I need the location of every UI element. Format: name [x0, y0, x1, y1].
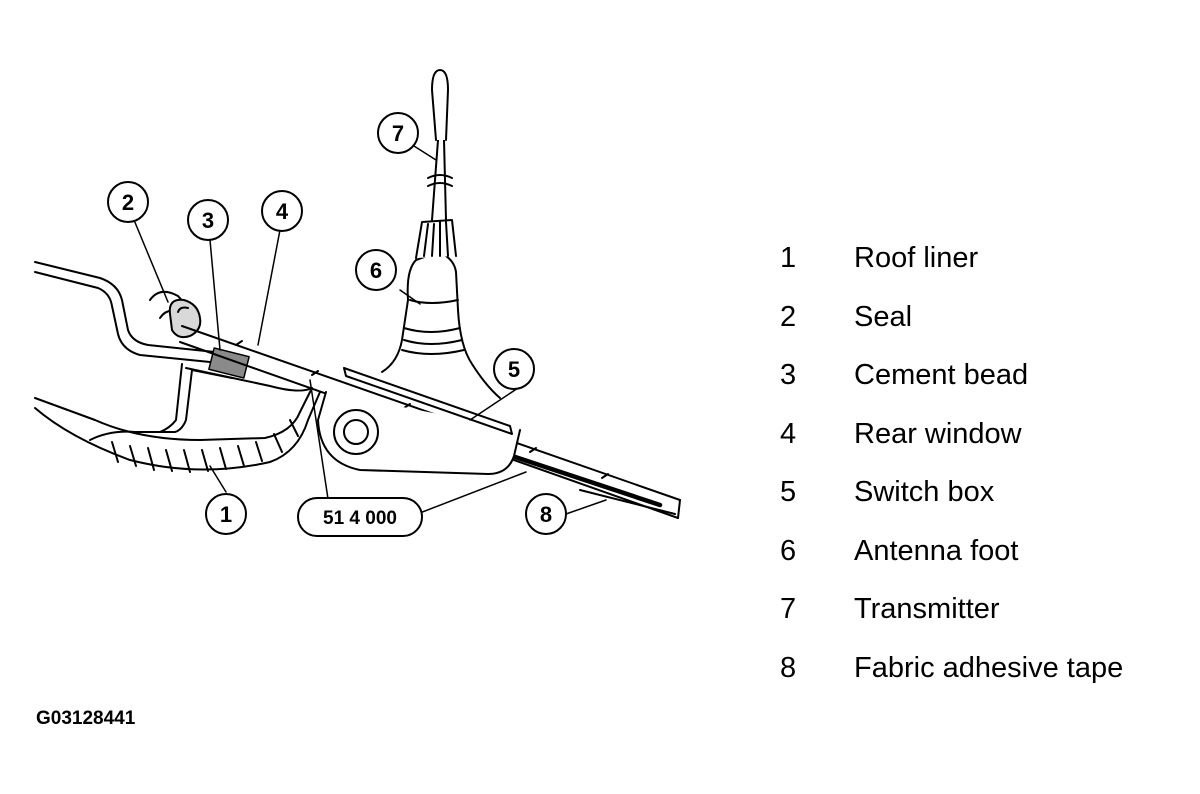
legend-label: Seal — [854, 300, 913, 333]
legend-item: 4 Rear window — [780, 412, 1190, 471]
callout-4: 4 — [261, 190, 303, 232]
legend-number: 5 — [780, 476, 797, 508]
reference-tool-label: 51 4 000 — [297, 497, 423, 537]
svg-text:3: 3 — [202, 208, 214, 233]
switch-box — [317, 367, 521, 475]
legend-item: 1 Roof liner — [780, 236, 1190, 295]
legend-label: Antenna foot — [854, 534, 1019, 567]
legend-number: 8 — [780, 651, 797, 684]
callout-8: 8 — [525, 493, 567, 535]
callout-2: 2 — [107, 181, 149, 223]
legend-item: 7 Transmitter — [780, 587, 1190, 646]
legend-item: 6 Antenna foot — [780, 529, 1190, 588]
figure-id: G03128441 — [36, 708, 136, 729]
legend-number: 2 — [780, 300, 797, 333]
svg-text:6: 6 — [370, 258, 382, 283]
callout-1: 1 — [205, 493, 247, 535]
legend-label: Rear window — [854, 417, 1022, 450]
legend-item: 3 Cement bead — [780, 353, 1190, 412]
svg-text:4: 4 — [276, 199, 289, 224]
svg-text:7: 7 — [392, 121, 404, 146]
seal — [168, 298, 202, 339]
legend-label: Switch box — [854, 476, 995, 508]
legend: 1 Roof liner 2 Seal 3 Cement bead 4 Rear window… — [780, 236, 1190, 704]
legend-number: 6 — [780, 534, 797, 567]
inner-frame — [89, 363, 313, 441]
roof-liner — [34, 387, 321, 473]
svg-text:1: 1 — [220, 502, 232, 527]
svg-text:5: 5 — [508, 357, 520, 382]
leader-lines — [133, 145, 607, 517]
legend-number: 1 — [780, 242, 797, 274]
antenna-installation-diagram: 7 2 3 4 6 5 1 8 51 4 000 — [34, 69, 681, 537]
legend-number: 7 — [780, 593, 797, 625]
legend-label: Roof liner — [854, 242, 979, 274]
svg-text:8: 8 — [540, 502, 552, 527]
callout-6: 6 — [355, 249, 397, 291]
legend-number: 3 — [780, 359, 797, 391]
callout-3: 3 — [187, 199, 229, 241]
legend-item: 8 Fabric adhesive tape — [780, 646, 1190, 705]
legend-label: Transmitter — [854, 593, 1000, 625]
svg-text:2: 2 — [122, 190, 134, 215]
antenna-foot — [381, 219, 501, 399]
legend-item: 5 Switch box — [780, 470, 1190, 529]
callout-7: 7 — [377, 112, 419, 154]
callout-5: 5 — [493, 348, 535, 390]
legend-label: Fabric adhesive tape — [854, 651, 1124, 684]
svg-text:51 4 000: 51 4 000 — [323, 508, 397, 529]
legend-label: Cement bead — [854, 359, 1029, 391]
transmitter-rod — [427, 69, 453, 221]
fabric-adhesive-tape — [497, 449, 676, 515]
legend-number: 4 — [780, 417, 797, 450]
legend-item: 2 Seal — [780, 295, 1190, 354]
